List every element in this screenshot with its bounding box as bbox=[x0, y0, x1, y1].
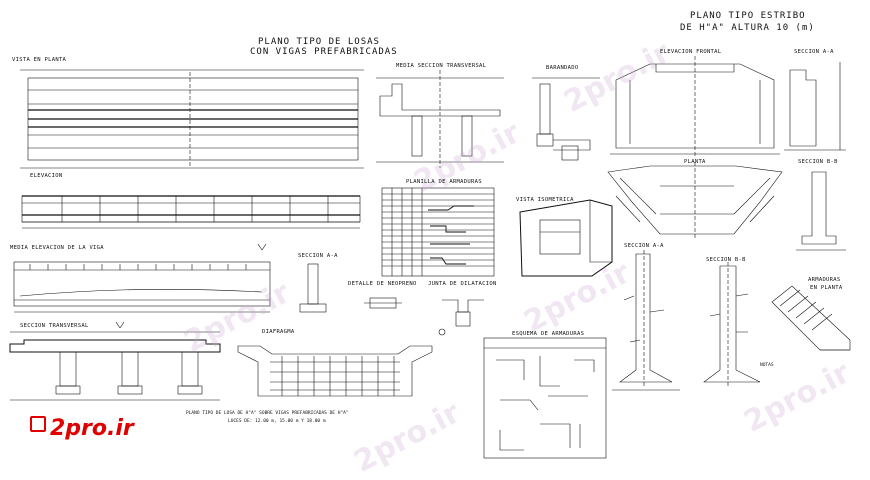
label-vista-planta: VISTA EN PLANTA bbox=[12, 57, 67, 63]
label-armaduras-planta-2: EN PLANTA bbox=[810, 285, 843, 291]
rebar-schedule-table bbox=[381, 187, 495, 277]
abutment-section-bb-right bbox=[703, 262, 761, 388]
label-seccion-bb-top: SECCION B-B bbox=[798, 159, 838, 165]
footer-line2: LUCES DE: 12.00 m, 15.00 m Y 18.00 m bbox=[228, 419, 326, 424]
abutment-plan bbox=[607, 162, 783, 240]
label-seccion-bb-right: SECCION B-B bbox=[706, 257, 746, 263]
label-barandado: BARANDADO bbox=[546, 65, 579, 71]
deck-plan-view bbox=[20, 69, 364, 169]
label-planilla: PLANILLA DE ARMADURAS bbox=[406, 179, 482, 185]
label-elevacion: ELEVACION bbox=[30, 173, 63, 179]
rebar-scheme bbox=[483, 337, 607, 459]
site-logo: 2pro.ir bbox=[30, 416, 134, 441]
label-diafragma: DIAFRAGMA bbox=[262, 329, 295, 335]
label-detalle-neopreno: DETALLE DE NEOPRENO bbox=[348, 281, 417, 287]
losas-title-line1: PLANO TIPO DE LOSAS bbox=[258, 37, 380, 47]
neoprene-detail bbox=[364, 297, 402, 309]
label-armaduras-planta-1: ARMADURAS bbox=[808, 277, 841, 283]
half-beam-elevation bbox=[13, 243, 271, 313]
small-section-detail bbox=[299, 263, 327, 313]
isometric-view bbox=[519, 199, 613, 277]
label-vista-isometrica: VISTA ISOMETRICA bbox=[516, 197, 574, 203]
label-media-seccion: MEDIA SECCION TRANSVERSAL bbox=[396, 63, 487, 69]
label-seccion-aa-mid: SECCION A-A bbox=[298, 253, 338, 259]
label-seccion-aa-right: SECCION A-A bbox=[624, 243, 664, 249]
abutment-section-bb-top bbox=[796, 171, 846, 251]
footer-line1: PLANO TIPO DE LOSA DE H"A" SOBRE VIGAS P… bbox=[186, 411, 349, 416]
estribo-title-line1: PLANO TIPO ESTRIBO bbox=[690, 11, 806, 21]
cross-section bbox=[9, 321, 221, 401]
label-seccion-transversal: SECCION TRANSVERSAL bbox=[20, 323, 89, 329]
half-cross-section bbox=[376, 70, 504, 168]
front-elevation bbox=[610, 56, 780, 156]
logo-text: 2pro.ir bbox=[50, 416, 134, 441]
label-esquema-armaduras: ESQUEMA DE ARMADURAS bbox=[512, 331, 585, 337]
rebar-plan bbox=[771, 285, 851, 351]
abutment-section-aa-top bbox=[784, 62, 846, 151]
label-planta: PLANTA bbox=[684, 159, 706, 165]
label-elevacion-frontal: ELEVACION FRONTAL bbox=[660, 49, 722, 55]
railing-elevation bbox=[21, 195, 361, 229]
losas-title-line2: CON VIGAS PREFABRICADAS bbox=[250, 47, 398, 57]
label-notas: NOTAS bbox=[760, 363, 774, 368]
logo-icon bbox=[30, 416, 46, 432]
label-junta-dilatacion: JUNTA DE DILATACION bbox=[428, 281, 497, 287]
abutment-section-aa-right bbox=[612, 250, 680, 391]
label-media-elevacion: MEDIA ELEVACION DE LA VIGA bbox=[10, 245, 104, 251]
label-seccion-aa-top: SECCION A-A bbox=[794, 49, 834, 55]
diaphragm bbox=[237, 345, 433, 397]
estribo-title-line2: DE H"A" ALTURA 10 (m) bbox=[680, 23, 815, 33]
railing-detail bbox=[532, 77, 600, 161]
expansion-joint-detail bbox=[438, 299, 484, 336]
